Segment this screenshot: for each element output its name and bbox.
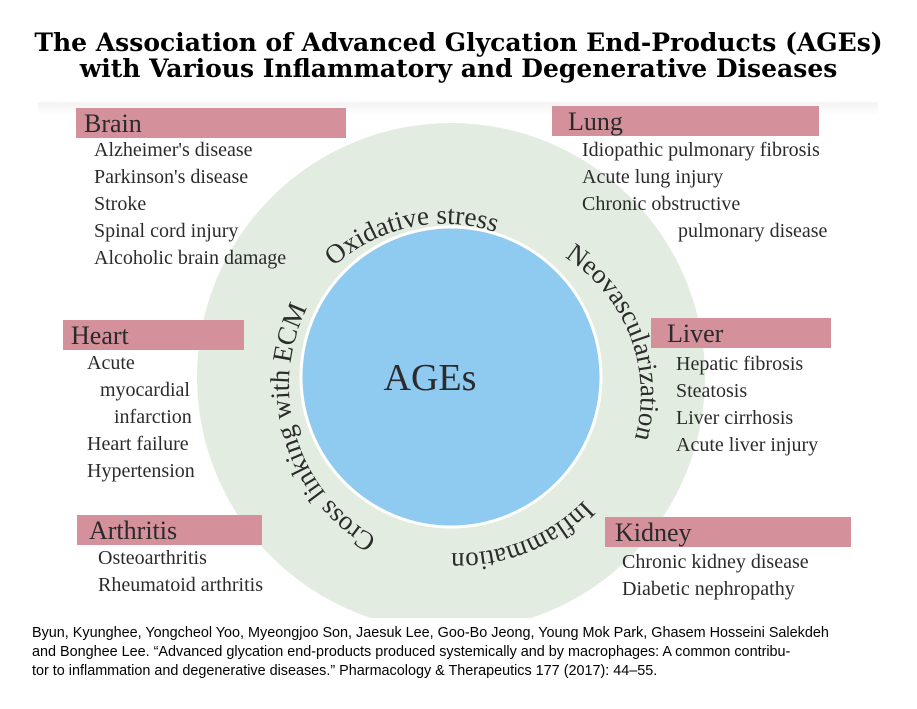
list-item: Acute liver injury: [676, 434, 819, 456]
list-item: Diabetic nephropathy: [622, 578, 795, 600]
list-item: Stroke: [94, 193, 147, 215]
list-item: Alcoholic brain damage: [94, 247, 287, 269]
list-item: Osteoarthritis: [98, 547, 207, 569]
liver-disease-list: Hepatic fibrosis Steatosis Liver cirrhos…: [676, 351, 818, 459]
arthritis-label: Arthritis: [77, 515, 262, 545]
list-item: pulmonary disease: [678, 220, 828, 242]
list-item: myocardial: [100, 379, 190, 401]
inner-circle: [299, 225, 603, 529]
heart-label: Heart: [63, 320, 244, 350]
kidney-disease-list: Chronic kidney disease Diabetic nephropa…: [622, 549, 809, 603]
list-item: Parkinson's disease: [94, 166, 249, 188]
list-item: infarction: [114, 406, 192, 428]
ages-diagram: AGEs Oxidative stress Neovascularization…: [38, 102, 878, 618]
list-item: Chronic kidney disease: [622, 551, 809, 573]
brain-label: Brain: [76, 108, 346, 138]
list-item: Rheumatoid arthritis: [98, 574, 263, 596]
lung-label: Lung: [552, 106, 819, 136]
lung-disease-list: Idiopathic pulmonary fibrosis Acute lung…: [582, 137, 827, 245]
list-item: Liver cirrhosis: [676, 407, 794, 429]
list-item: Chronic obstructive: [582, 193, 741, 215]
arthritis-disease-list: Osteoarthritis Rheumatoid arthritis: [98, 545, 263, 599]
title-line-2: with Various Inflammatory and Degenerati…: [79, 54, 838, 83]
kidney-label: Kidney: [605, 517, 851, 547]
brain-disease-list: Alzheimer's disease Parkinson's disease …: [94, 137, 286, 272]
list-item: Alzheimer's disease: [94, 139, 253, 161]
heart-disease-list: Acute myocardial infarction Heart failur…: [87, 350, 195, 485]
citation-line-1: Byun, Kyunghee, Yongcheol Yoo, Myeongjoo…: [32, 625, 829, 641]
circle-graphic: AGEs Oxidative stress Neovascularization…: [38, 102, 878, 618]
list-item: Spinal cord injury: [94, 220, 239, 242]
list-item: Acute: [87, 352, 135, 374]
list-item: Hypertension: [87, 460, 195, 482]
page-title: The Association of Advanced Glycation En…: [0, 30, 917, 82]
liver-label: Liver: [651, 318, 831, 348]
list-item: Steatosis: [676, 380, 748, 402]
title-line-1: The Association of Advanced Glycation En…: [34, 28, 883, 57]
citation: Byun, Kyunghee, Yongcheol Yoo, Myeongjoo…: [32, 624, 892, 681]
list-item: Heart failure: [87, 433, 189, 455]
list-item: Hepatic fibrosis: [676, 353, 804, 375]
list-item: Acute lung injury: [582, 166, 724, 188]
list-item: Idiopathic pulmonary fibrosis: [582, 139, 820, 161]
ages-label: AGEs: [384, 357, 477, 399]
citation-line-2: and Bonghee Lee. “Advanced glycation end…: [32, 644, 791, 660]
citation-line-3: tor to inflammation and degenerative dis…: [32, 663, 658, 679]
